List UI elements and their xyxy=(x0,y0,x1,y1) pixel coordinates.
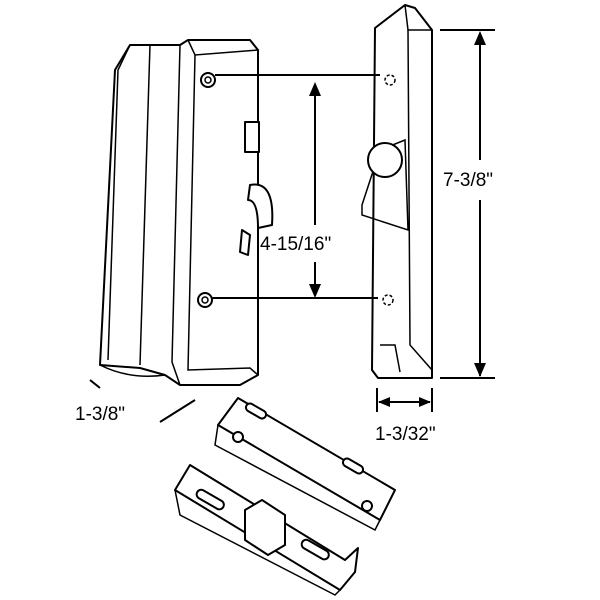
dimension-lines xyxy=(89,29,495,423)
handle-part xyxy=(99,39,274,386)
latch-hole xyxy=(367,142,403,178)
screw-hole-top xyxy=(200,72,216,88)
handle-depth-label: 1-3/8" xyxy=(75,404,125,425)
mounting-bracket-bottom xyxy=(174,464,359,596)
mounting-bracket-top xyxy=(214,397,396,532)
overall-height-label: 7-3/8" xyxy=(443,170,493,191)
screw-hole-bottom xyxy=(197,292,213,308)
latch-width-label: 1-3/32" xyxy=(375,424,436,445)
hole-spacing-label: 4-15/16" xyxy=(260,234,331,255)
latch-part xyxy=(361,4,433,379)
